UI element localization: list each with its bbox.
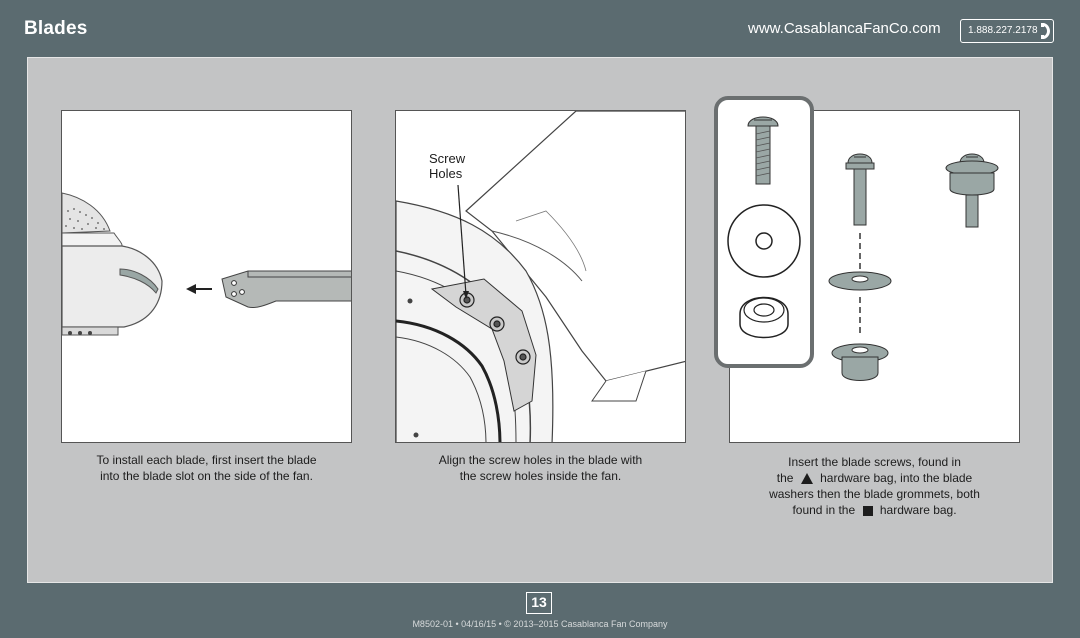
page-title: Blades	[24, 18, 88, 39]
step-2-illustration: Screw Holes	[395, 110, 686, 443]
square-icon	[862, 505, 873, 516]
instruction-area: To install each blade, first insert the …	[27, 57, 1053, 583]
step-1-illustration	[61, 110, 352, 443]
screw-holes-alignment-illustration	[396, 111, 685, 442]
caption-line: To install each blade, first insert the …	[96, 453, 317, 467]
blade-hardware-assembly-illustration	[828, 153, 999, 381]
hardware-bag-inset	[714, 96, 814, 368]
callout-line: Holes	[429, 166, 463, 181]
caption-line: washers then the blade grommets, both	[769, 487, 980, 501]
phone-number-box: 1.888.227.2178	[960, 19, 1054, 43]
caption-line: found in the hardware bag.	[729, 502, 1020, 518]
phone-number: 1.888.227.2178	[968, 25, 1038, 36]
caption-line: Align the screw holes in the blade with	[438, 453, 643, 467]
fan-motor-blade-insert-illustration	[62, 192, 351, 336]
step-2-caption: Align the screw holes in the blade with …	[395, 452, 686, 484]
screw-holes-label: Screw Holes	[429, 151, 465, 181]
step-3-caption: Insert the blade screws, found in the ha…	[729, 454, 1020, 518]
caption-text: the	[776, 471, 794, 485]
caption-text: found in the	[792, 503, 856, 517]
callout-line: Screw	[429, 151, 466, 166]
assembled-screw	[945, 153, 999, 228]
caption-line: Insert the blade screws, found in	[788, 455, 961, 469]
caption-text: hardware bag, into the blade	[820, 471, 973, 485]
step-1-caption: To install each blade, first insert the …	[61, 452, 352, 484]
footer-text: M8502-01 • 04/16/15 • © 2013–2015 Casabl…	[412, 619, 668, 629]
triangle-icon	[800, 473, 813, 485]
website-link[interactable]: www.CasablancaFanCo.com	[748, 20, 941, 37]
caption-line: the hardware bag, into the blade	[729, 470, 1020, 486]
caption-line: the screw holes inside the fan.	[459, 469, 622, 483]
caption-text: hardware bag.	[879, 503, 957, 517]
phone-icon	[1041, 23, 1050, 39]
page-number: 13	[526, 592, 552, 614]
screw-assembly	[828, 153, 892, 381]
caption-line: into the blade slot on the side of the f…	[100, 469, 313, 483]
